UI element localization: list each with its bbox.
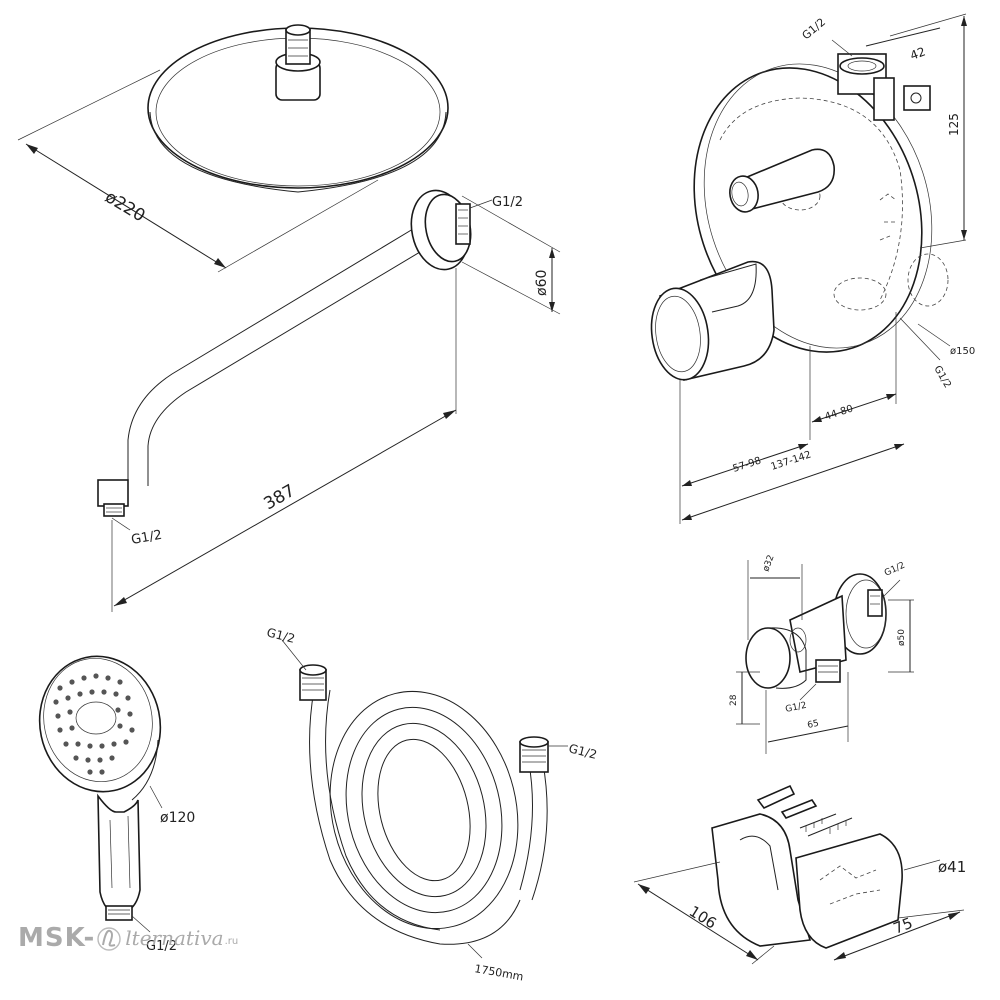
mixer-plate-diameter-label: ø150 — [950, 346, 975, 357]
mixer-total-label: 137-142 — [770, 449, 813, 472]
hand-shower: ø120 G1/2 — [38, 655, 195, 954]
fixing-screws — [756, 784, 853, 837]
mixer-height-label: 125 — [947, 113, 961, 136]
shower-hose: G1/2 G1/2 1750mm — [265, 625, 598, 983]
holder-diameter-label: ø41 — [938, 858, 966, 876]
hand-shower-thread-label: G1/2 — [146, 939, 177, 954]
arm-thread-bottom-label: G1/2 — [130, 528, 163, 548]
arm-length-label: 387 — [261, 481, 299, 515]
mixer-depth-label: 44-80 — [824, 403, 855, 422]
watermark-text-b: lternativa — [125, 926, 224, 950]
hose-thread-left-label: G1/2 — [265, 625, 296, 646]
shower-holder: ø41 106 75 — [633, 784, 966, 965]
holder-width-label: 75 — [891, 914, 915, 938]
watermark: MSK- lternativa .ru — [18, 918, 238, 958]
holder-length-label: 106 — [686, 902, 720, 932]
watermark-text-a: MSK- — [18, 923, 96, 953]
outlet-dim-top-label: ø32 — [761, 554, 776, 573]
outlet-thread-bottom-label: G1/2 — [785, 701, 808, 715]
spray-nozzles — [53, 673, 135, 775]
mixer-outlet-label: G1/2 — [931, 364, 952, 390]
overhead-shower: ø220 — [17, 24, 449, 273]
arm-thread-top-label: G1/2 — [492, 195, 523, 210]
outlet-dim-width-label: 65 — [807, 719, 820, 731]
overhead-diameter-label: ø220 — [101, 187, 148, 226]
outlet-dim-left-label: 28 — [729, 694, 739, 706]
thermostatic-mixer: G1/2 42 125 ø150 G1/2 44-80 — [650, 13, 975, 524]
outlet-thread-top-label: G1/2 — [883, 561, 907, 579]
shower-arm: G1/2 ø60 387 G1/2 — [97, 189, 561, 612]
mixer-handle-label: 57-98 — [732, 455, 763, 474]
hose-thread-right-label: G1/2 — [567, 741, 598, 762]
outlet-dim-right-label: ø50 — [897, 629, 907, 646]
watermark-text-c: .ru — [224, 935, 239, 947]
hose-length-label: 1750mm — [473, 962, 524, 983]
mixer-thread-label: G1/2 — [800, 15, 828, 42]
watermark-logo-icon — [97, 927, 121, 951]
arm-flange-label: ø60 — [534, 270, 550, 296]
hand-shower-diameter-label: ø120 — [160, 810, 195, 826]
mixer-width-label: 42 — [908, 44, 927, 62]
wall-outlet: ø32 G1/2 ø50 28 G1/2 65 — [729, 554, 914, 754]
